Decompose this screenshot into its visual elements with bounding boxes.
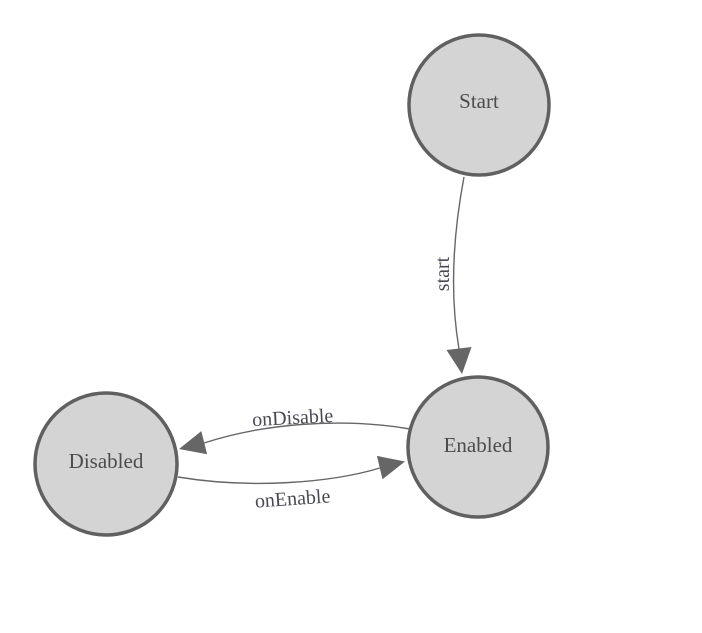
state-circle-start (407, 33, 551, 177)
state-circle-disabled (33, 391, 179, 537)
transition-label-ondisable: onDisable (252, 405, 334, 431)
transition-line-ondisable (203, 422, 411, 444)
state-circle-enabled (406, 375, 550, 519)
transition-label-start: start (432, 256, 454, 291)
state-node-start: Start (407, 33, 551, 177)
arrowhead-icon-onenable (376, 455, 405, 480)
state-label-disabled: Disabled (69, 449, 144, 473)
state-label-start: Start (459, 89, 499, 113)
transition-line-start (452, 176, 465, 350)
arrowhead-icon-ondisable (179, 431, 208, 455)
state-node-enabled: Enabled (406, 375, 550, 519)
transition-label-onenable: onEnable (254, 485, 331, 512)
transition-edge-onenable: onEnable (177, 455, 405, 513)
transition-edge-ondisable: onDisable (179, 405, 411, 455)
transition-line-onenable (177, 467, 381, 485)
state-node-disabled: Disabled (33, 391, 179, 537)
state-label-enabled: Enabled (444, 433, 513, 457)
transition-edge-start: start (432, 176, 472, 374)
arrowhead-icon-start (446, 347, 472, 374)
